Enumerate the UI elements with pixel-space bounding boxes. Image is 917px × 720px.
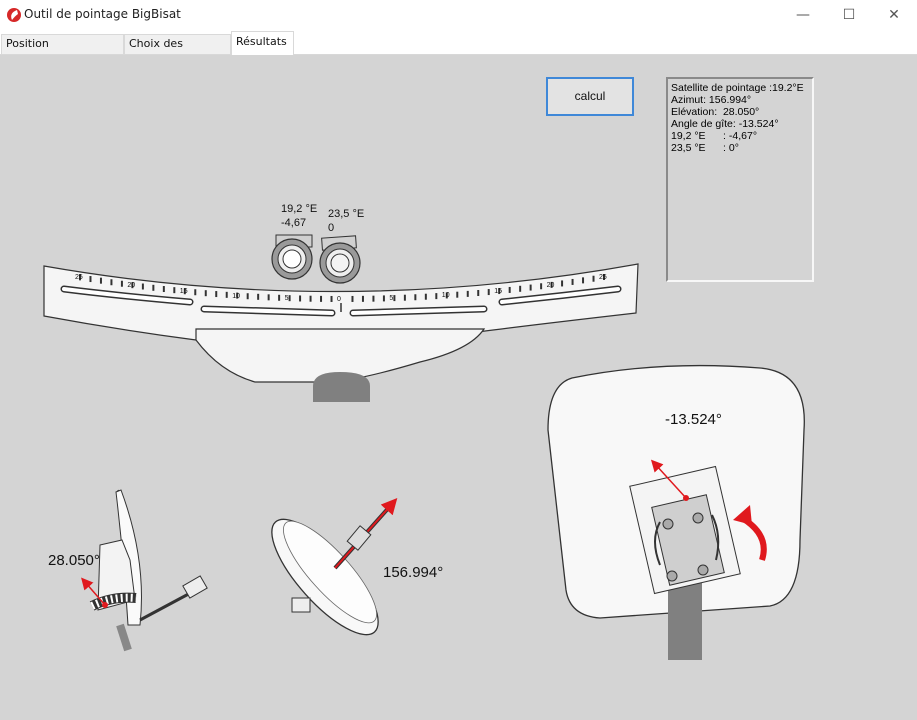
scale-tick-label: 0 xyxy=(337,295,341,303)
result-line: Satellite de pointage :19.2°E xyxy=(671,82,804,94)
result-line: 23,5 °E : 0° xyxy=(671,142,739,154)
scale-tick-label: 10 xyxy=(232,292,240,300)
tilt-value: -13.524° xyxy=(665,411,722,428)
lnb1-name: 19,2 °E xyxy=(281,203,318,215)
results-textbox[interactable]: Satellite de pointage :19.2°E Azimut: 15… xyxy=(666,77,814,282)
scale-tick-label: 15 xyxy=(179,288,188,296)
tab-resultats[interactable]: Résultats xyxy=(231,31,294,55)
lnb-bracket-diagram xyxy=(43,234,639,402)
azimuth-diagram xyxy=(271,498,398,636)
scale-tick-label: 20 xyxy=(127,282,136,290)
elevation-diagram xyxy=(81,489,208,652)
app-logo-icon xyxy=(7,8,21,22)
minimize-button[interactable]: — xyxy=(796,7,810,23)
maximize-button[interactable]: ☐ xyxy=(842,7,856,23)
lnb2-value: 0 xyxy=(328,222,335,234)
calcul-button[interactable]: calcul xyxy=(546,77,634,116)
elevation-value: 28.050° xyxy=(48,552,100,569)
scale-tick-label: 20 xyxy=(546,281,555,289)
scale-tick-label: 25 xyxy=(599,274,607,281)
window-title: Outil de pointage BigBisat xyxy=(24,7,181,21)
lnb1-value: -4,67 xyxy=(281,217,307,229)
result-line: Elévation: 28.050° xyxy=(671,106,760,118)
title-bar: Outil de pointage BigBisat — ☐ ✕ xyxy=(0,0,917,30)
scale-tick-label: 15 xyxy=(494,288,502,296)
result-line: 19,2 °E : -4,67° xyxy=(671,130,758,142)
azimuth-value: 156.994° xyxy=(383,564,444,581)
scale-tick-label: 25 xyxy=(75,274,83,282)
lnb2-name: 23,5 °E xyxy=(328,208,365,220)
scale-tick-label: 5 xyxy=(389,295,394,303)
tilt-diagram xyxy=(547,364,805,660)
close-button[interactable]: ✕ xyxy=(888,7,900,23)
result-line: Azimut: 156.994° xyxy=(671,94,752,106)
scale-tick-label: 5 xyxy=(284,295,289,303)
result-line: Angle de gîte: -13.524° xyxy=(671,118,779,130)
scale-tick-label: 10 xyxy=(441,292,450,300)
tab-strip: Position Géographique Choix des satellit… xyxy=(0,30,917,68)
